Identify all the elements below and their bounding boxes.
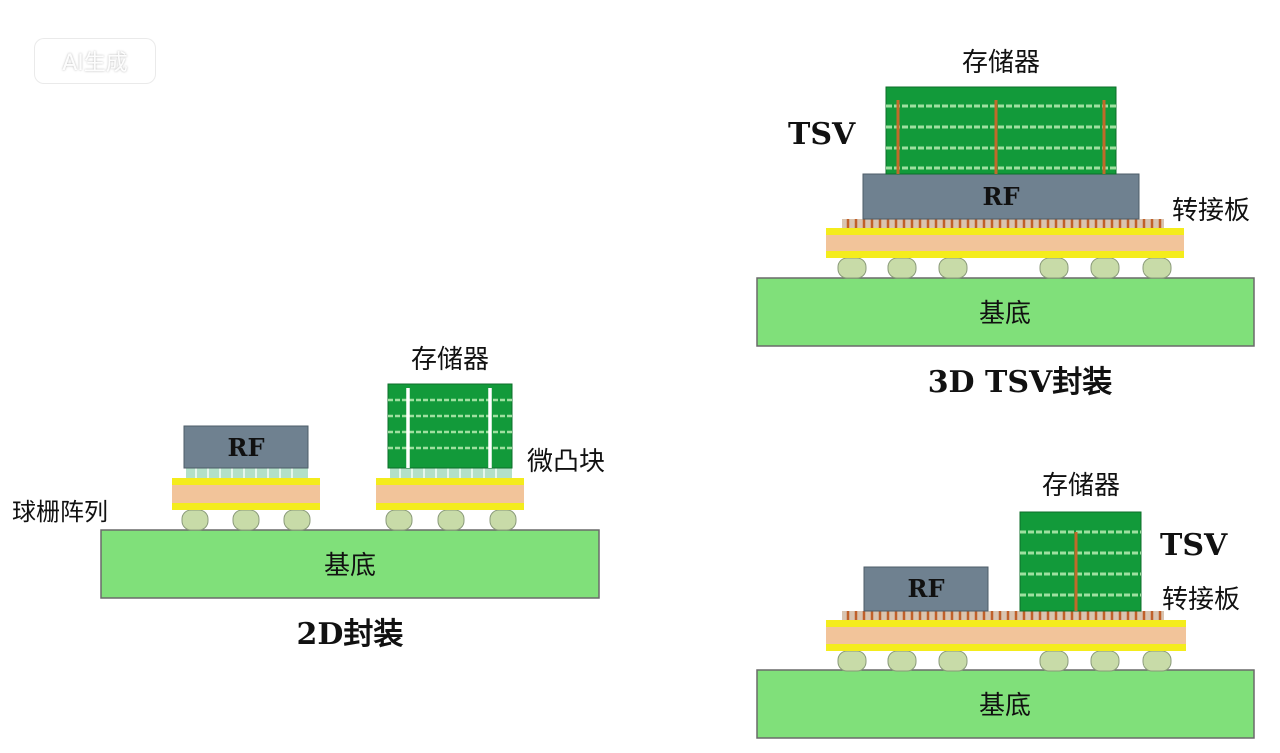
solder-balls-right (385, 509, 517, 531)
substrate-label-25d: 基底 (979, 691, 1031, 721)
solder-ball (1142, 650, 1172, 672)
interposer-label-3d: 转接板 (1172, 196, 1250, 226)
solder-ball (489, 509, 517, 531)
solder-balls-3d (837, 257, 1172, 279)
solder-ball (437, 509, 465, 531)
solder-balls-left (181, 509, 311, 531)
rf-label-25d: RF (908, 574, 945, 603)
rf-die-2d (183, 425, 309, 469)
solder-ball (887, 257, 917, 279)
solder-ball (1142, 257, 1172, 279)
solder-ball (283, 509, 311, 531)
tsv-label-3d: TSV (788, 117, 856, 152)
panel-3d-tsv-package: 基底 (756, 48, 1255, 400)
micro-bumps-memory (390, 468, 512, 478)
interposer-board-25d (826, 620, 1186, 651)
solder-ball (385, 509, 413, 531)
solder-ball (1090, 257, 1120, 279)
solder-ball (232, 509, 260, 531)
solder-ball (938, 257, 968, 279)
interposer-bumps-25d (842, 611, 1164, 620)
caption-3d: 3D TSV封装 (928, 365, 1113, 400)
solder-ball (938, 650, 968, 672)
ai-generated-badge: AI生成 (34, 38, 156, 84)
memory-label-3d: 存储器 (962, 48, 1040, 78)
bga-label: 球栅阵列 (12, 498, 108, 526)
solder-ball (887, 650, 917, 672)
package-board-right (376, 478, 524, 510)
substrate-3d (756, 277, 1255, 347)
memory-layer-lines-3d (886, 104, 1116, 170)
memory-vias-2d (406, 388, 492, 468)
solder-balls-25d (837, 650, 1172, 672)
rf-die-3d (862, 173, 1140, 220)
solder-ball (837, 650, 867, 672)
substrate-label-2d: 基底 (324, 551, 376, 581)
memory-label-2d: 存储器 (411, 345, 489, 375)
solder-ball (1090, 650, 1120, 672)
memory-label-25d: 存储器 (1042, 471, 1120, 501)
panel-25d-package: 基底 (756, 471, 1255, 739)
micro-bumps-rf (186, 468, 308, 478)
package-board-left (172, 478, 320, 510)
interposer-board-3d (826, 228, 1184, 258)
tsv-label-25d: TSV (1160, 528, 1228, 563)
memory-layer-lines-25d (1020, 530, 1141, 597)
solder-ball (837, 257, 867, 279)
solder-ball (1039, 650, 1069, 672)
panel-2d-package: 基底 (12, 345, 605, 652)
tsv-vias-3d (896, 100, 1106, 174)
substrate-25d (756, 669, 1255, 739)
rf-label-2d: RF (228, 433, 265, 462)
interposer-bumps-3d (842, 219, 1164, 228)
memory-stack-3d (885, 86, 1117, 175)
micro-bump-label: 微凸块 (527, 447, 605, 477)
substrate-2d (100, 529, 600, 599)
rf-label-3d: RF (983, 182, 1020, 211)
interposer-label-25d: 转接板 (1162, 585, 1240, 615)
rf-die-25d (863, 566, 989, 612)
solder-ball (181, 509, 209, 531)
caption-2d: 2D封装 (297, 617, 404, 652)
substrate-label-3d: 基底 (979, 299, 1031, 329)
solder-ball (1039, 257, 1069, 279)
